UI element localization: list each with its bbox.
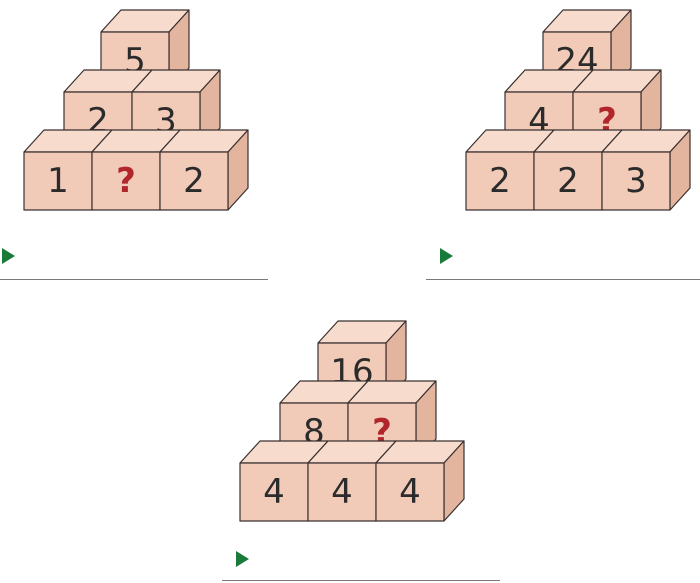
play-triangle-icon <box>236 551 249 567</box>
cube-value: 4 <box>308 463 376 521</box>
cube-value: 4 <box>240 463 308 521</box>
answer-input-line-3[interactable] <box>222 580 500 581</box>
cube-value: 4 <box>376 463 444 521</box>
cube-bottom-right: 4 <box>376 441 464 521</box>
